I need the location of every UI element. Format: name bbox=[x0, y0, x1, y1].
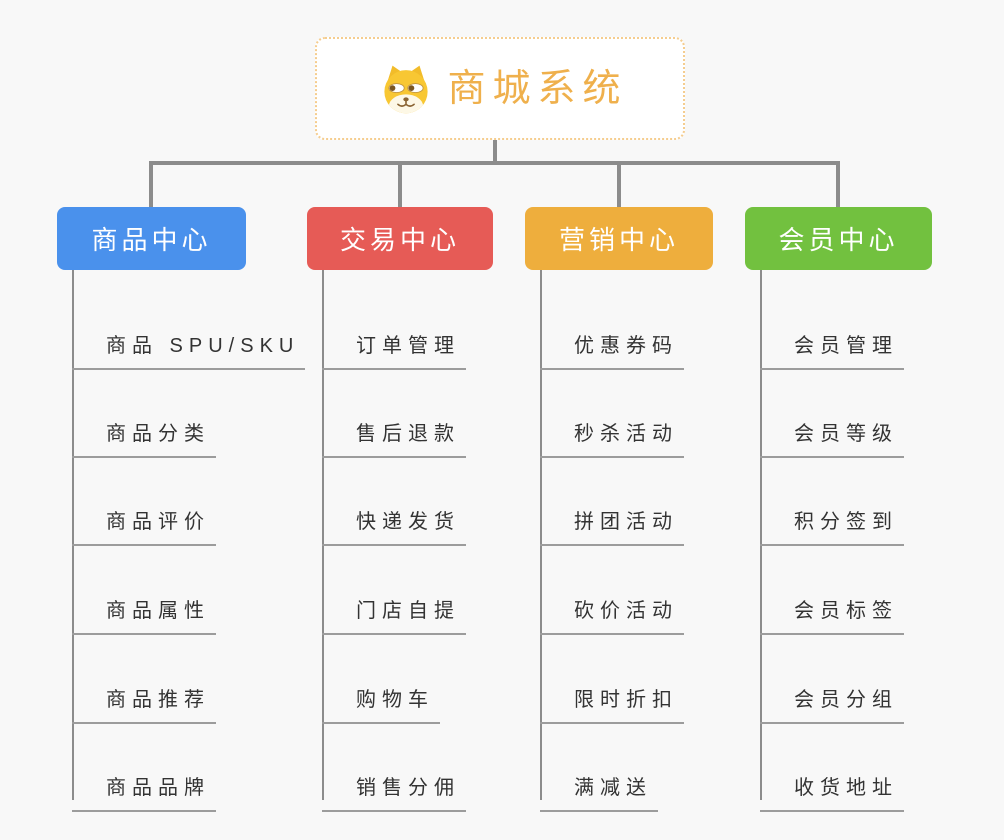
leaf-node[interactable]: 快递发货 bbox=[322, 484, 466, 546]
leaf-node[interactable]: 购物车 bbox=[322, 662, 440, 724]
branch-header-marketing-center[interactable]: 营销中心 bbox=[525, 207, 713, 270]
dog-face-icon bbox=[384, 65, 429, 113]
leaf-node[interactable]: 订单管理 bbox=[322, 308, 466, 370]
root-title: 商城系统 bbox=[447, 67, 628, 110]
leaf-node[interactable]: 收货地址 bbox=[760, 750, 904, 812]
branch-header-product-center[interactable]: 商品中心 bbox=[57, 207, 246, 270]
branch-trunk bbox=[72, 270, 74, 800]
leaf-node[interactable]: 会员分组 bbox=[760, 662, 904, 724]
leaf-node[interactable]: 售后退款 bbox=[322, 396, 466, 458]
leaf-node[interactable]: 积分签到 bbox=[760, 484, 904, 546]
leaf-node[interactable]: 会员管理 bbox=[760, 308, 904, 370]
leaf-node[interactable]: 商品品牌 bbox=[72, 750, 216, 812]
root-node[interactable]: 商城系统 bbox=[315, 37, 685, 140]
leaf-node[interactable]: 商品分类 bbox=[72, 396, 216, 458]
leaf-node[interactable]: 会员标签 bbox=[760, 573, 904, 635]
leaf-node[interactable]: 限时折扣 bbox=[540, 662, 684, 724]
leaf-node[interactable]: 销售分佣 bbox=[322, 750, 466, 812]
leaf-node[interactable]: 商品属性 bbox=[72, 573, 216, 635]
leaf-node[interactable]: 商品评价 bbox=[72, 484, 216, 546]
leaf-node[interactable]: 商品 SPU/SKU bbox=[72, 308, 306, 370]
leaf-node[interactable]: 拼团活动 bbox=[540, 484, 684, 546]
branch-trunk bbox=[322, 270, 324, 800]
branch-trunk bbox=[540, 270, 542, 800]
leaf-node[interactable]: 优惠券码 bbox=[540, 308, 684, 370]
branch-header-member-center[interactable]: 会员中心 bbox=[745, 207, 932, 270]
branch-header-trade-center[interactable]: 交易中心 bbox=[307, 207, 493, 270]
leaf-node[interactable]: 会员等级 bbox=[760, 396, 904, 458]
leaf-node[interactable]: 门店自提 bbox=[322, 573, 466, 635]
leaf-node[interactable]: 砍价活动 bbox=[540, 573, 684, 635]
leaf-node[interactable]: 满减送 bbox=[540, 750, 658, 812]
branch-trunk bbox=[760, 270, 762, 800]
leaf-node[interactable]: 秒杀活动 bbox=[540, 396, 684, 458]
leaf-node[interactable]: 商品推荐 bbox=[72, 662, 216, 724]
